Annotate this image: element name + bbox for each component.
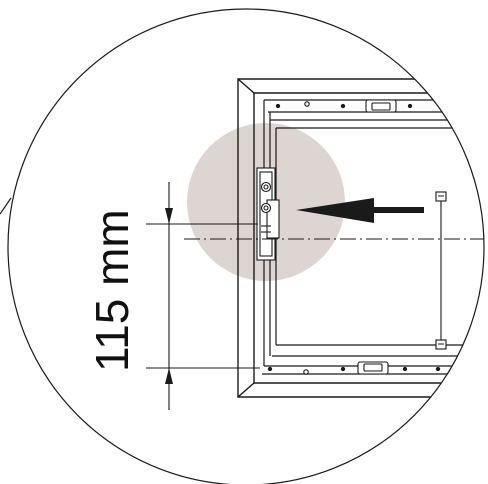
arrow-left-icon xyxy=(296,198,424,223)
rod-icon xyxy=(435,191,447,350)
dimension-label: 115 mm xyxy=(86,209,138,372)
outer-frame xyxy=(237,78,484,398)
leader-line xyxy=(0,197,12,215)
top-clips xyxy=(275,99,413,113)
dimension-arrows xyxy=(165,208,173,384)
latch-mechanism-icon xyxy=(256,167,280,261)
bottom-clips xyxy=(267,361,441,375)
